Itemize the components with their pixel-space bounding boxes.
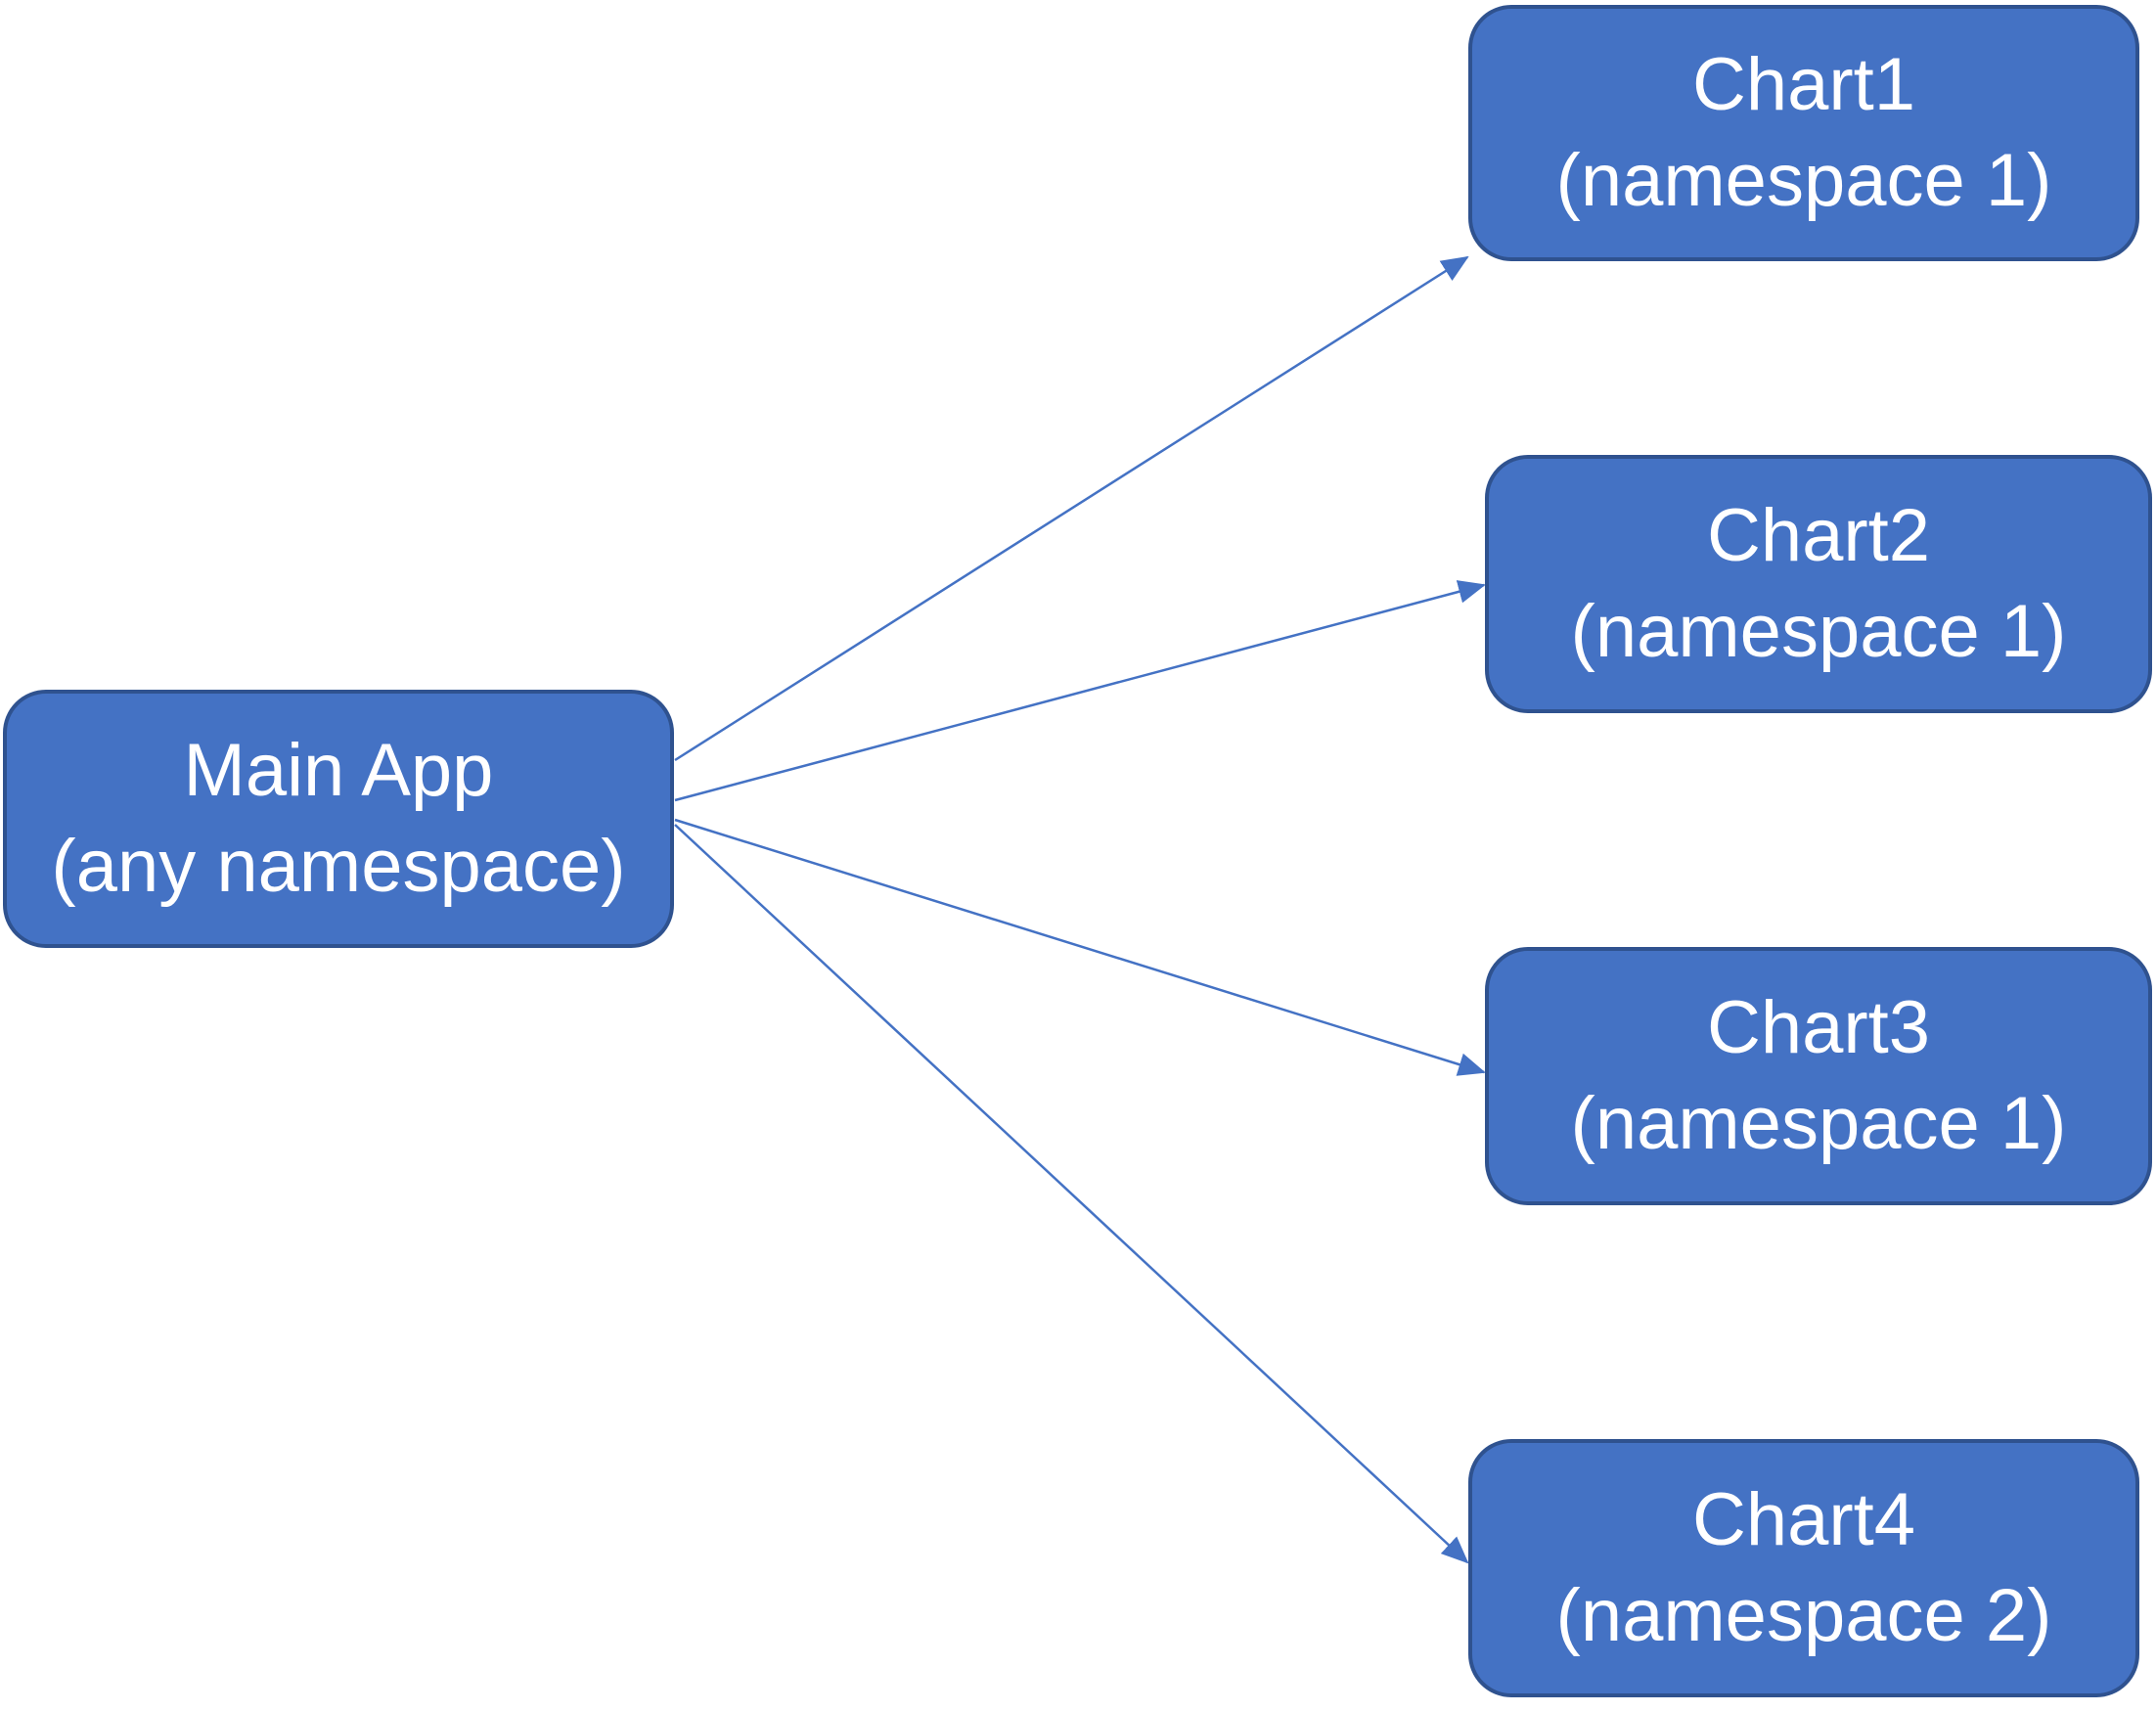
node-chart4-namespace: (namespace 2)	[1555, 1574, 2052, 1657]
node-main-app-title: Main App	[183, 729, 494, 812]
node-chart3[interactable]: Chart3 (namespace 1)	[1485, 947, 2152, 1205]
node-chart1-title: Chart1	[1691, 43, 1916, 126]
arrow-main-to-chart1	[674, 255, 1469, 762]
node-main-app-namespace: (any namespace)	[51, 825, 626, 908]
node-main-app[interactable]: Main App (any namespace)	[3, 690, 674, 948]
arrow-main-to-chart4	[674, 824, 1469, 1564]
node-chart4[interactable]: Chart4 (namespace 2)	[1468, 1439, 2139, 1697]
node-chart2-title: Chart2	[1706, 494, 1931, 577]
node-chart3-namespace: (namespace 1)	[1570, 1082, 2067, 1165]
node-chart2[interactable]: Chart2 (namespace 1)	[1485, 455, 2152, 713]
arrow-main-to-chart3	[674, 818, 1486, 1076]
node-chart1-namespace: (namespace 1)	[1555, 139, 2052, 222]
node-chart3-title: Chart3	[1706, 986, 1931, 1069]
node-chart1[interactable]: Chart1 (namespace 1)	[1468, 5, 2139, 261]
node-chart4-title: Chart4	[1691, 1478, 1916, 1561]
arrow-main-to-chart2	[674, 580, 1486, 802]
node-chart2-namespace: (namespace 1)	[1570, 590, 2067, 673]
